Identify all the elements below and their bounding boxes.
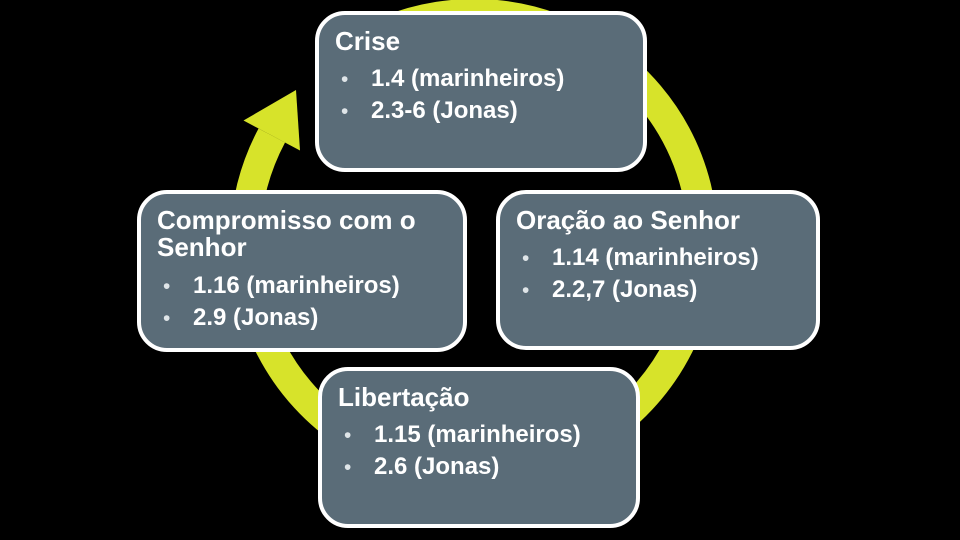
bullet-dot-icon: • <box>341 68 349 92</box>
bullet-dot-icon: • <box>522 279 530 303</box>
bullet-dot-icon: • <box>344 456 352 480</box>
cycle-node-libertacao: Libertação • 1.15 (marinheiros) • 2.6 (J… <box>318 367 640 528</box>
bullet-item: • 2.6 (Jonas) <box>338 451 620 483</box>
bullet-dot-icon: • <box>163 274 171 298</box>
bullet-item: • 1.15 (marinheiros) <box>338 419 620 451</box>
bullet-item: • 1.4 (marinheiros) <box>335 63 627 95</box>
bullet-text: 1.14 (marinheiros) <box>552 244 759 272</box>
bullet-dot-icon: • <box>344 424 352 448</box>
node-bullet-list: • 1.16 (marinheiros) • 2.9 (Jonas) <box>157 270 447 334</box>
node-bullet-list: • 1.15 (marinheiros) • 2.6 (Jonas) <box>338 419 620 483</box>
bullet-item: • 1.14 (marinheiros) <box>516 242 800 274</box>
bullet-text: 2.9 (Jonas) <box>193 303 319 331</box>
bullet-dot-icon: • <box>341 100 349 124</box>
bullet-text: 2.3-6 (Jonas) <box>371 97 518 125</box>
bullet-dot-icon: • <box>522 247 530 271</box>
node-title: Oração ao Senhor <box>516 205 740 235</box>
node-bullet-list: • 1.14 (marinheiros) • 2.2,7 (Jonas) <box>516 242 800 306</box>
cycle-node-crise: Crise • 1.4 (marinheiros) • 2.3-6 (Jonas… <box>315 11 647 172</box>
bullet-item: • 2.9 (Jonas) <box>157 302 447 334</box>
bullet-item: • 2.2,7 (Jonas) <box>516 274 800 306</box>
bullet-text: 1.4 (marinheiros) <box>371 65 565 93</box>
bullet-item: • 2.3-6 (Jonas) <box>335 95 627 127</box>
bullet-item: • 1.16 (marinheiros) <box>157 270 447 302</box>
bullet-text: 1.15 (marinheiros) <box>374 421 581 449</box>
bullet-dot-icon: • <box>163 306 171 330</box>
node-title: Compromisso com o Senhor <box>157 205 416 263</box>
node-title: Libertação <box>338 382 470 412</box>
node-bullet-list: • 1.4 (marinheiros) • 2.3-6 (Jonas) <box>335 63 627 127</box>
bullet-text: 2.6 (Jonas) <box>374 453 500 481</box>
cycle-node-oracao-ao-senhor: Oração ao Senhor • 1.14 (marinheiros) • … <box>496 190 820 350</box>
cycle-arrow-head-icon <box>243 90 300 151</box>
bullet-text: 2.2,7 (Jonas) <box>552 276 698 304</box>
cycle-node-compromisso-com-o-senhor: Compromisso com o Senhor • 1.16 (marinhe… <box>137 190 467 352</box>
node-title: Crise <box>335 26 401 56</box>
bullet-text: 1.16 (marinheiros) <box>193 271 400 299</box>
